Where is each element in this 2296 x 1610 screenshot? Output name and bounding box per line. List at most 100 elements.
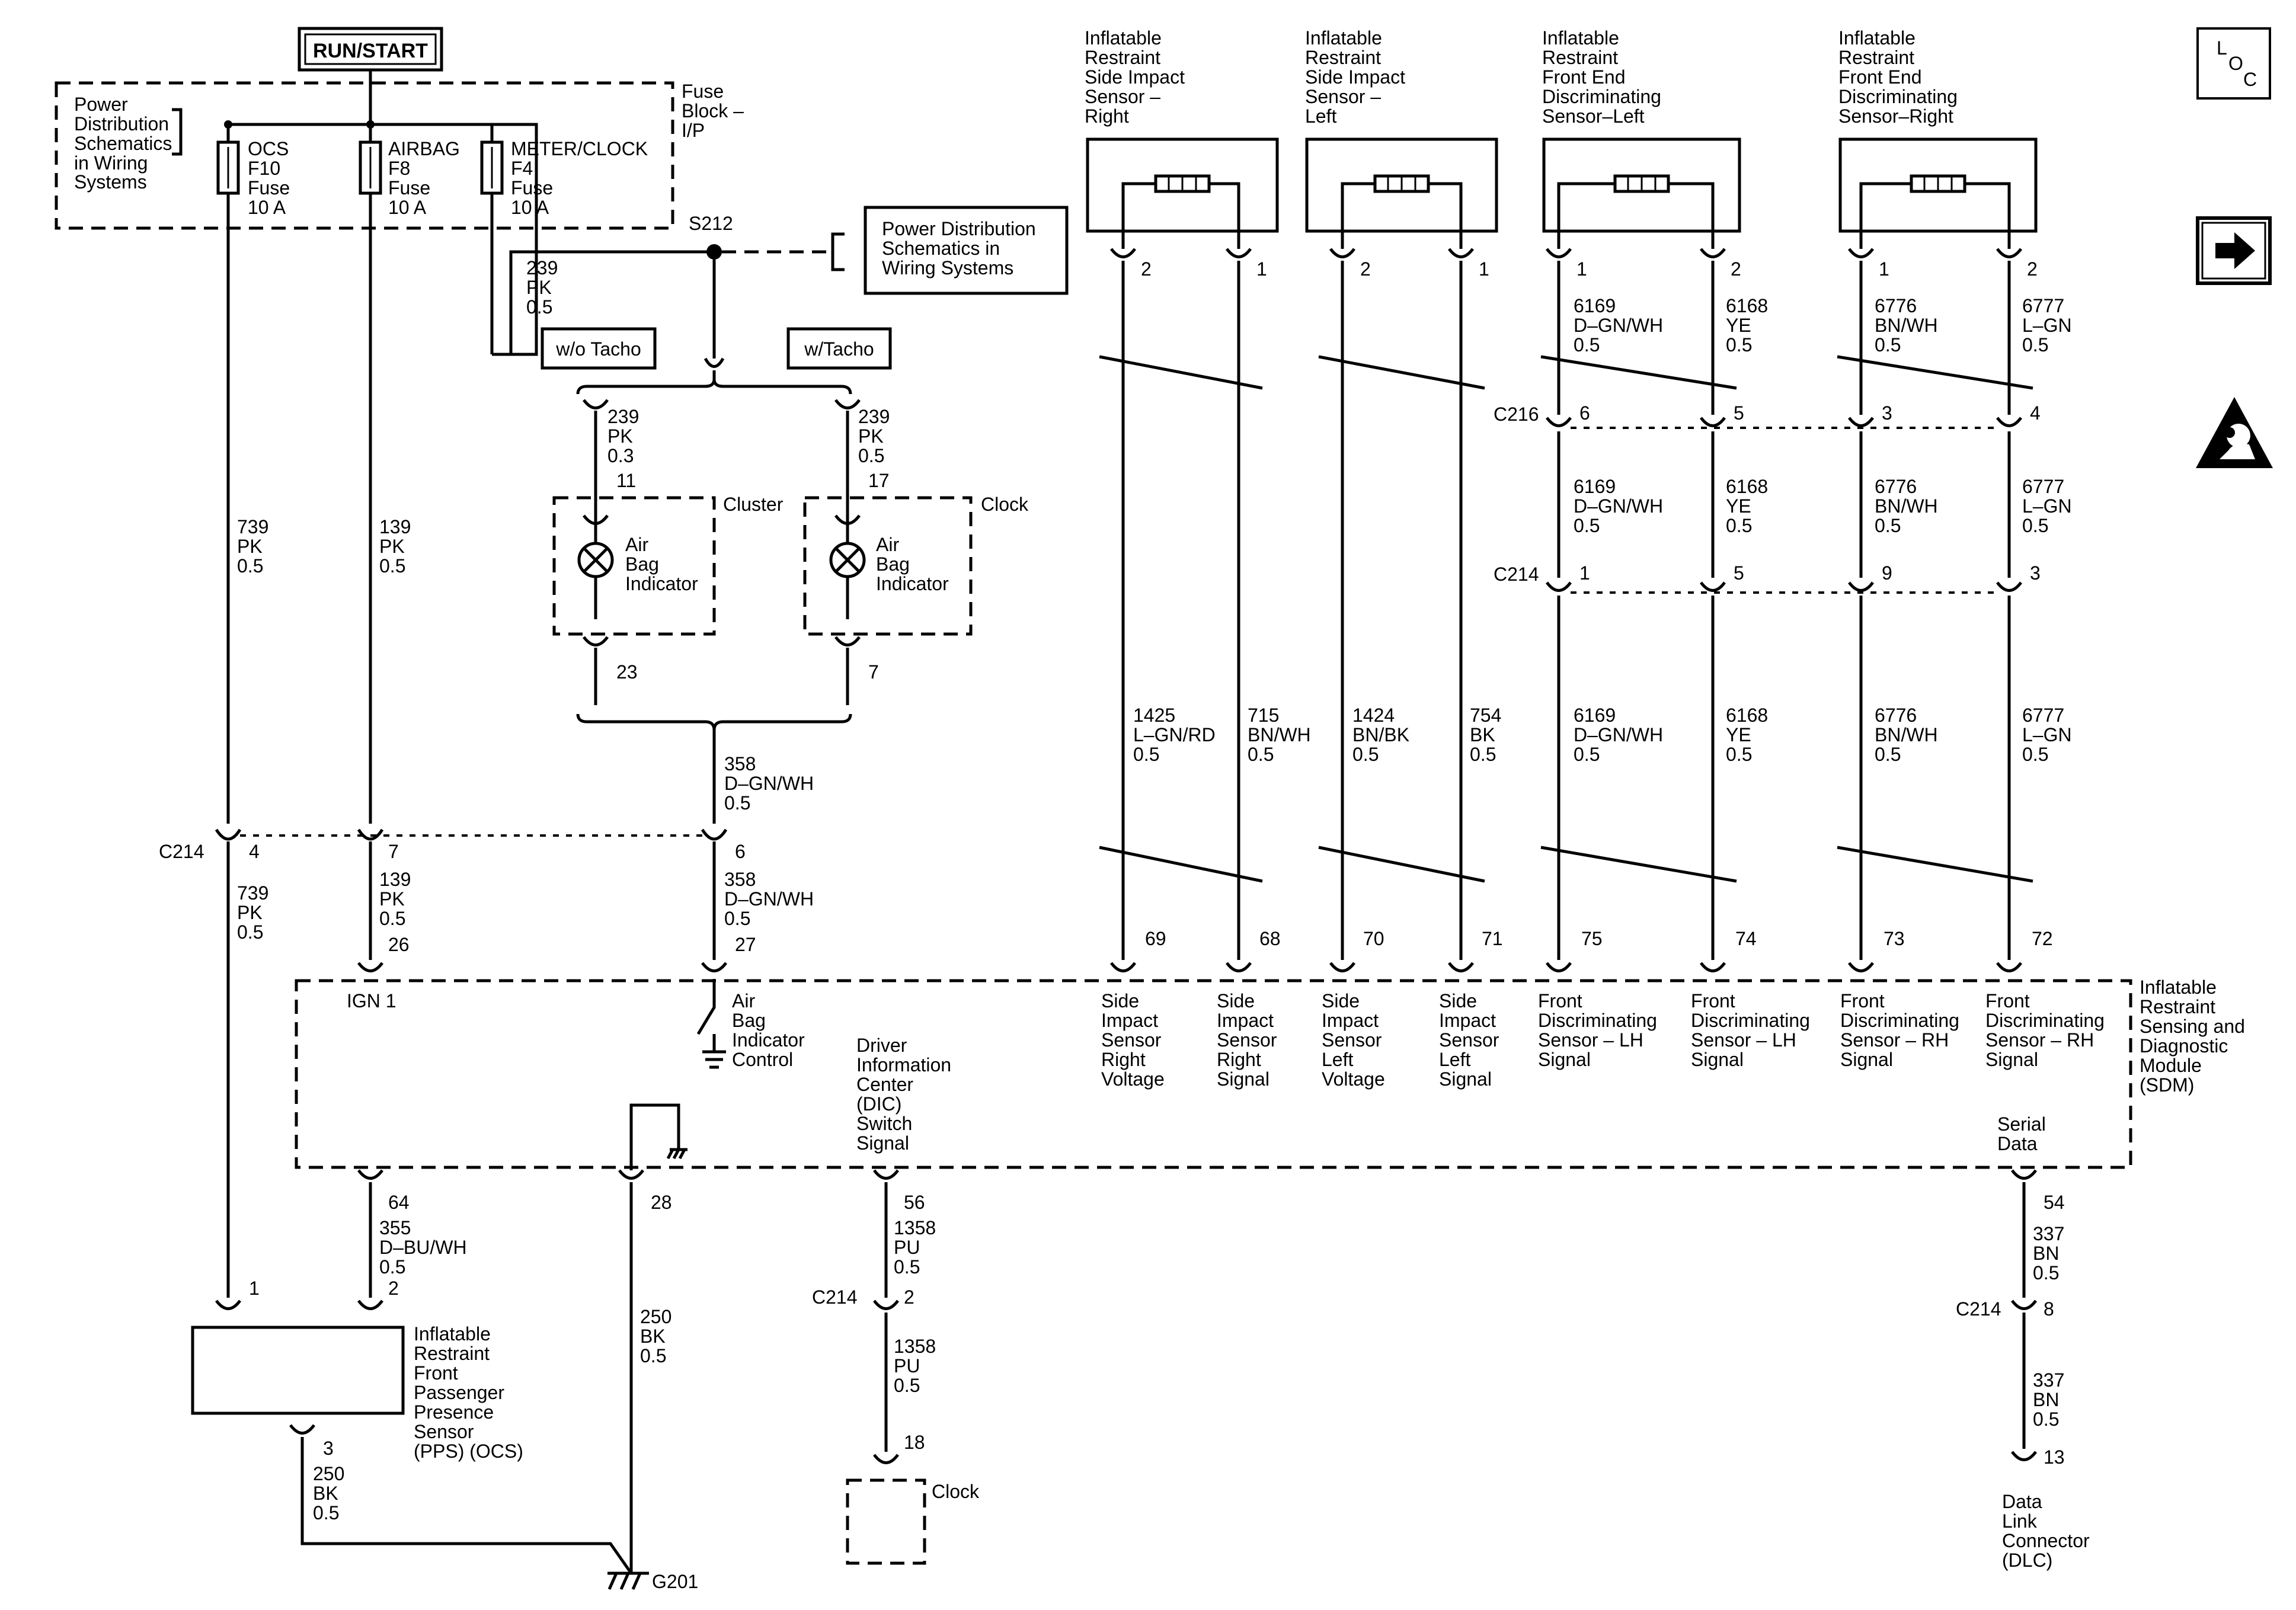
svg-text:C214: C214 [1494, 564, 1539, 585]
svg-text:Left: Left [1322, 1049, 1353, 1070]
svg-text:Signal: Signal [1840, 1049, 1893, 1070]
svg-text:23: 23 [616, 661, 638, 683]
svg-text:Fuse: Fuse [248, 177, 290, 199]
svg-text:Sensor: Sensor [1217, 1029, 1277, 1051]
svg-text:Discriminating: Discriminating [1542, 86, 1661, 107]
svg-text:Indicator: Indicator [625, 573, 698, 594]
svg-text:6168: 6168 [1726, 476, 1768, 497]
svg-text:BK: BK [1470, 724, 1495, 745]
svg-text:BN/WH: BN/WH [1875, 724, 1938, 745]
svg-text:0.5: 0.5 [1726, 334, 1752, 356]
svg-text:L: L [2217, 37, 2227, 59]
connector-c214-dic: C214 2 [812, 1286, 914, 1310]
svg-text:Air: Air [732, 990, 755, 1012]
svg-text:PU: PU [894, 1237, 920, 1258]
svg-text:0.5: 0.5 [1574, 744, 1600, 765]
svg-text:739: 739 [237, 516, 268, 537]
svg-text:Restraint: Restraint [414, 1343, 490, 1364]
svg-text:0.5: 0.5 [1248, 744, 1274, 765]
svg-text:0.5: 0.5 [2033, 1409, 2059, 1430]
svg-text:1: 1 [1579, 562, 1590, 584]
svg-text:2: 2 [1731, 258, 1741, 280]
svg-text:0.5: 0.5 [2033, 1262, 2059, 1283]
svg-text:0.5: 0.5 [1574, 334, 1600, 356]
svg-text:Front: Front [414, 1362, 458, 1384]
svg-text:Left: Left [1439, 1049, 1470, 1070]
svg-text:Cluster: Cluster [723, 494, 784, 515]
arrow-right-icon[interactable] [2196, 216, 2272, 285]
svg-text:(DIC): (DIC) [856, 1093, 901, 1115]
svg-text:11: 11 [616, 470, 636, 491]
svg-text:70: 70 [1363, 928, 1384, 949]
option-wo-tacho: w/o Tacho [541, 327, 657, 370]
svg-text:Side: Side [1439, 990, 1477, 1012]
airbag-warning-icon [2196, 397, 2273, 468]
svg-text:BN: BN [2033, 1243, 2059, 1264]
svg-text:Sensing and: Sensing and [2140, 1016, 2245, 1037]
svg-text:358: 358 [724, 753, 756, 774]
svg-text:w/Tacho: w/Tacho [804, 338, 874, 360]
svg-text:PK: PK [526, 277, 552, 298]
svg-text:PK: PK [237, 902, 263, 923]
svg-text:Signal: Signal [1217, 1068, 1269, 1090]
svg-text:1424: 1424 [1352, 705, 1395, 726]
svg-text:6776: 6776 [1875, 705, 1917, 726]
svg-text:28: 28 [651, 1192, 672, 1213]
connector-c214-left: C214 4 7 6 [159, 828, 746, 862]
wire-739-label-upper: 739 PK 0.5 [237, 516, 268, 577]
svg-text:13: 13 [2044, 1446, 2065, 1468]
svg-text:RUN/START: RUN/START [313, 40, 428, 62]
svg-text:Left: Left [1305, 105, 1336, 127]
svg-text:IGN 1: IGN 1 [347, 990, 396, 1012]
svg-text:in Wiring: in Wiring [74, 152, 148, 174]
svg-text:0.3: 0.3 [607, 445, 634, 466]
connector-c214-right: C214 1 5 9 3 [1494, 562, 2041, 594]
svg-text:Discriminating: Discriminating [1538, 1010, 1657, 1031]
svg-text:METER/CLOCK: METER/CLOCK [511, 138, 648, 159]
svg-text:715: 715 [1248, 705, 1279, 726]
svg-text:0.5: 0.5 [640, 1345, 666, 1366]
wire-139-label-lower: 139 PK 0.5 [379, 869, 411, 929]
svg-text:PK: PK [379, 888, 405, 910]
svg-text:D–GN/WH: D–GN/WH [1574, 315, 1663, 336]
wire-1358-label-lower: 1358 PU 0.5 [894, 1336, 936, 1396]
location-icon[interactable]: L O C [2196, 27, 2271, 100]
svg-text:6168: 6168 [1726, 705, 1768, 726]
svg-text:Power: Power [74, 94, 128, 115]
svg-text:Sensor: Sensor [414, 1421, 474, 1442]
svg-text:Voltage: Voltage [1322, 1068, 1385, 1090]
svg-text:C216: C216 [1494, 404, 1539, 425]
svg-text:Inflatable: Inflatable [1305, 27, 1382, 49]
svg-text:Sensor – RH: Sensor – RH [1985, 1029, 2094, 1051]
svg-text:Sensor – RH: Sensor – RH [1840, 1029, 1949, 1051]
power-distribution-ref-right: Power Distribution Schematics in Wiring … [864, 206, 1069, 295]
svg-text:0.5: 0.5 [894, 1375, 920, 1396]
ground-g201: G201 [607, 1571, 698, 1592]
svg-text:YE: YE [1726, 495, 1751, 517]
svg-text:Discriminating: Discriminating [1840, 1010, 1959, 1031]
svg-text:D–GN/WH: D–GN/WH [724, 773, 814, 794]
sensor-side-impact-left: Inflatable Restraint Side Impact Sensor … [1305, 27, 1498, 233]
svg-text:0.5: 0.5 [1875, 744, 1901, 765]
svg-text:250: 250 [640, 1306, 671, 1327]
svg-text:Fuse: Fuse [388, 177, 430, 199]
svg-text:C214: C214 [159, 841, 204, 862]
svg-text:YE: YE [1726, 724, 1751, 745]
sensor-front-discriminating-right: Inflatable Restraint Front End Discrimin… [1838, 27, 2038, 233]
svg-text:Restraint: Restraint [1305, 47, 1381, 68]
svg-text:Link: Link [2002, 1510, 2038, 1532]
option-w-tacho: w/Tacho [786, 327, 892, 370]
svg-text:Discriminating: Discriminating [1691, 1010, 1810, 1031]
wire-1358-label-upper: 1358 PU 0.5 [894, 1217, 936, 1278]
svg-text:Sensor: Sensor [1101, 1029, 1162, 1051]
svg-text:26: 26 [388, 934, 410, 955]
svg-text:Data: Data [2002, 1491, 2042, 1512]
svg-text:Data: Data [1997, 1133, 2038, 1154]
svg-text:Front: Front [1840, 990, 1885, 1012]
svg-text:F8: F8 [388, 158, 410, 179]
svg-text:Clock: Clock [932, 1481, 980, 1502]
svg-text:Air: Air [876, 534, 899, 555]
svg-text:Impact: Impact [1439, 1010, 1496, 1031]
